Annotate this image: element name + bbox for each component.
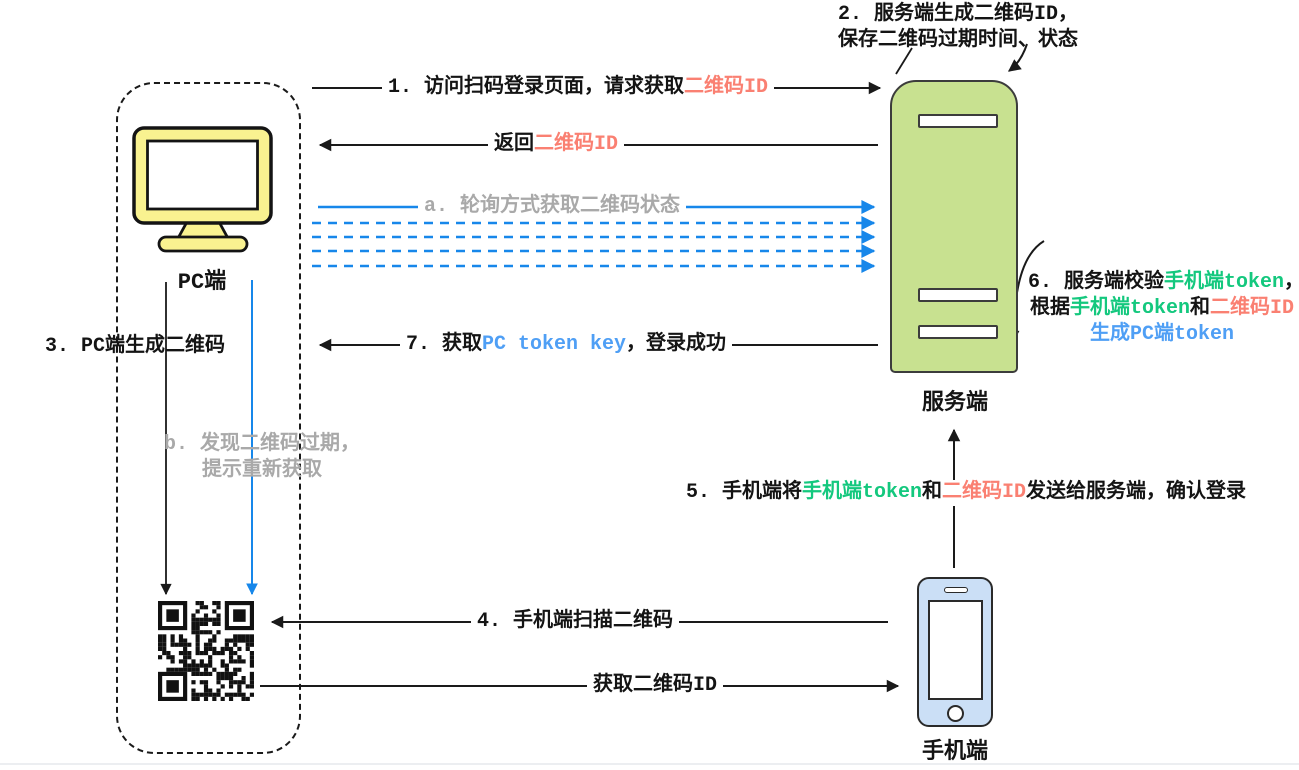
flow-label-a-text: a. 轮询方式获取二维码状态	[417, 194, 686, 220]
label-segment-qr-id: 二维码ID	[533, 133, 618, 156]
note2-pointer-arrow	[1008, 43, 1028, 72]
flow-label-a-polling: a. 轮询方式获取二维码状态	[402, 194, 702, 220]
label-segment-qr-id: 二维码ID	[1210, 297, 1295, 320]
label-segment-phone-token: 手机端token	[1069, 297, 1190, 320]
label-segment: 和	[1190, 297, 1210, 320]
phone-entity-label: 手机端	[921, 740, 988, 765]
label-segment: 7. 获取	[406, 333, 483, 356]
label-segment: ，登录成功	[626, 333, 727, 356]
server-slot-top	[918, 114, 998, 128]
note-6-server-verifies-token: 6. 服务端校验手机端token， 根据手机端token和二维码ID 生成PC端…	[1028, 270, 1299, 348]
label-segment-pc-token-key: PC token key	[482, 333, 627, 356]
flow-label-4-text: 4. 手机端扫描二维码	[470, 609, 679, 635]
label-segment: 发送给服务端，确认登录	[1026, 481, 1247, 504]
label-segment: a. 轮询方式获取二维码状态	[423, 195, 680, 218]
note-b-line-2: 提示重新获取	[202, 459, 322, 482]
label-segment: 返回	[493, 133, 534, 156]
label-segment: 1. 访问扫码登录页面，请求获取	[387, 76, 684, 99]
flow-label-5: 5. 手机端将手机端token和二维码ID发送给服务端，确认登录	[680, 480, 1253, 506]
note-b-qr-expired: b. 发现二维码过期， 提示重新获取	[162, 432, 362, 484]
flow-label-2-text: 返回二维码ID	[487, 132, 624, 158]
qr-code-icon	[158, 601, 254, 701]
label-segment: 根据	[1029, 297, 1070, 320]
flow-label-7: 7. 获取PC token key，登录成功	[400, 332, 733, 358]
label-segment: 和	[922, 481, 943, 504]
flow-label-2: 返回二维码ID	[406, 132, 706, 158]
note-2-line-1: 2. 服务端生成二维码ID，	[837, 3, 1078, 26]
pc-entity-label: PC端	[177, 270, 227, 295]
label-segment-qr-id: 二维码ID	[942, 481, 1027, 504]
label-segment-generate-pc-token: 生成PC端token	[1089, 323, 1234, 346]
note-6-line-2: 根据手机端token和二维码ID	[1028, 296, 1296, 322]
server-tower-icon	[890, 80, 1018, 373]
server-slot-bottom	[918, 325, 998, 339]
flow-label-get-text: 获取二维码ID	[586, 673, 723, 699]
label-segment: 获取二维码ID	[592, 674, 717, 697]
flow-label-4: 4. 手机端扫描二维码	[425, 609, 725, 635]
phone-screen	[928, 600, 983, 700]
note-2-line-2: 保存二维码过期时间、状态	[838, 29, 1078, 52]
label-segment-qr-id: 二维码ID	[684, 76, 769, 99]
pc-side-dashed-boundary	[116, 82, 301, 754]
phone-home-button	[947, 705, 964, 722]
note-3-pc-generates-qr: 3. PC端生成二维码	[45, 335, 226, 358]
note-2-server-generates-qr: 2. 服务端生成二维码ID， 保存二维码过期时间、状态	[813, 2, 1103, 54]
phone-speaker	[944, 587, 968, 593]
flow-label-get-qr-id: 获取二维码ID	[505, 673, 805, 699]
note2-pointer-line	[895, 47, 913, 75]
flow-label-1-text: 1. 访问扫码登录页面，请求获取二维码ID	[381, 75, 775, 101]
flow-label-1: 1. 访问扫码登录页面，请求获取二维码ID	[328, 75, 828, 101]
flow-label-5-text: 5. 手机端将手机端token和二维码ID发送给服务端，确认登录	[680, 480, 1253, 506]
label-segment: 4. 手机端扫描二维码	[476, 610, 673, 633]
label-segment-phone-token: 手机端token	[1164, 271, 1285, 294]
note-6-line-1: 6. 服务端校验手机端token，	[1028, 270, 1299, 296]
label-segment: ，	[1284, 271, 1299, 294]
server-slot-middle	[918, 288, 998, 302]
label-segment: 6. 服务端校验	[1028, 271, 1165, 294]
label-segment-phone-token: 手机端token	[802, 481, 923, 504]
server-entity-label: 服务端	[921, 391, 988, 416]
note-6-line-3: 生成PC端token	[1028, 322, 1296, 348]
page-bottom-divider	[0, 763, 1299, 765]
label-segment: 5. 手机端将	[686, 481, 803, 504]
note-b-line-1: b. 发现二维码过期，	[163, 433, 360, 456]
flow-label-7-text: 7. 获取PC token key，登录成功	[400, 332, 733, 358]
smartphone-icon	[917, 577, 993, 727]
desktop-monitor-icon	[132, 126, 273, 253]
